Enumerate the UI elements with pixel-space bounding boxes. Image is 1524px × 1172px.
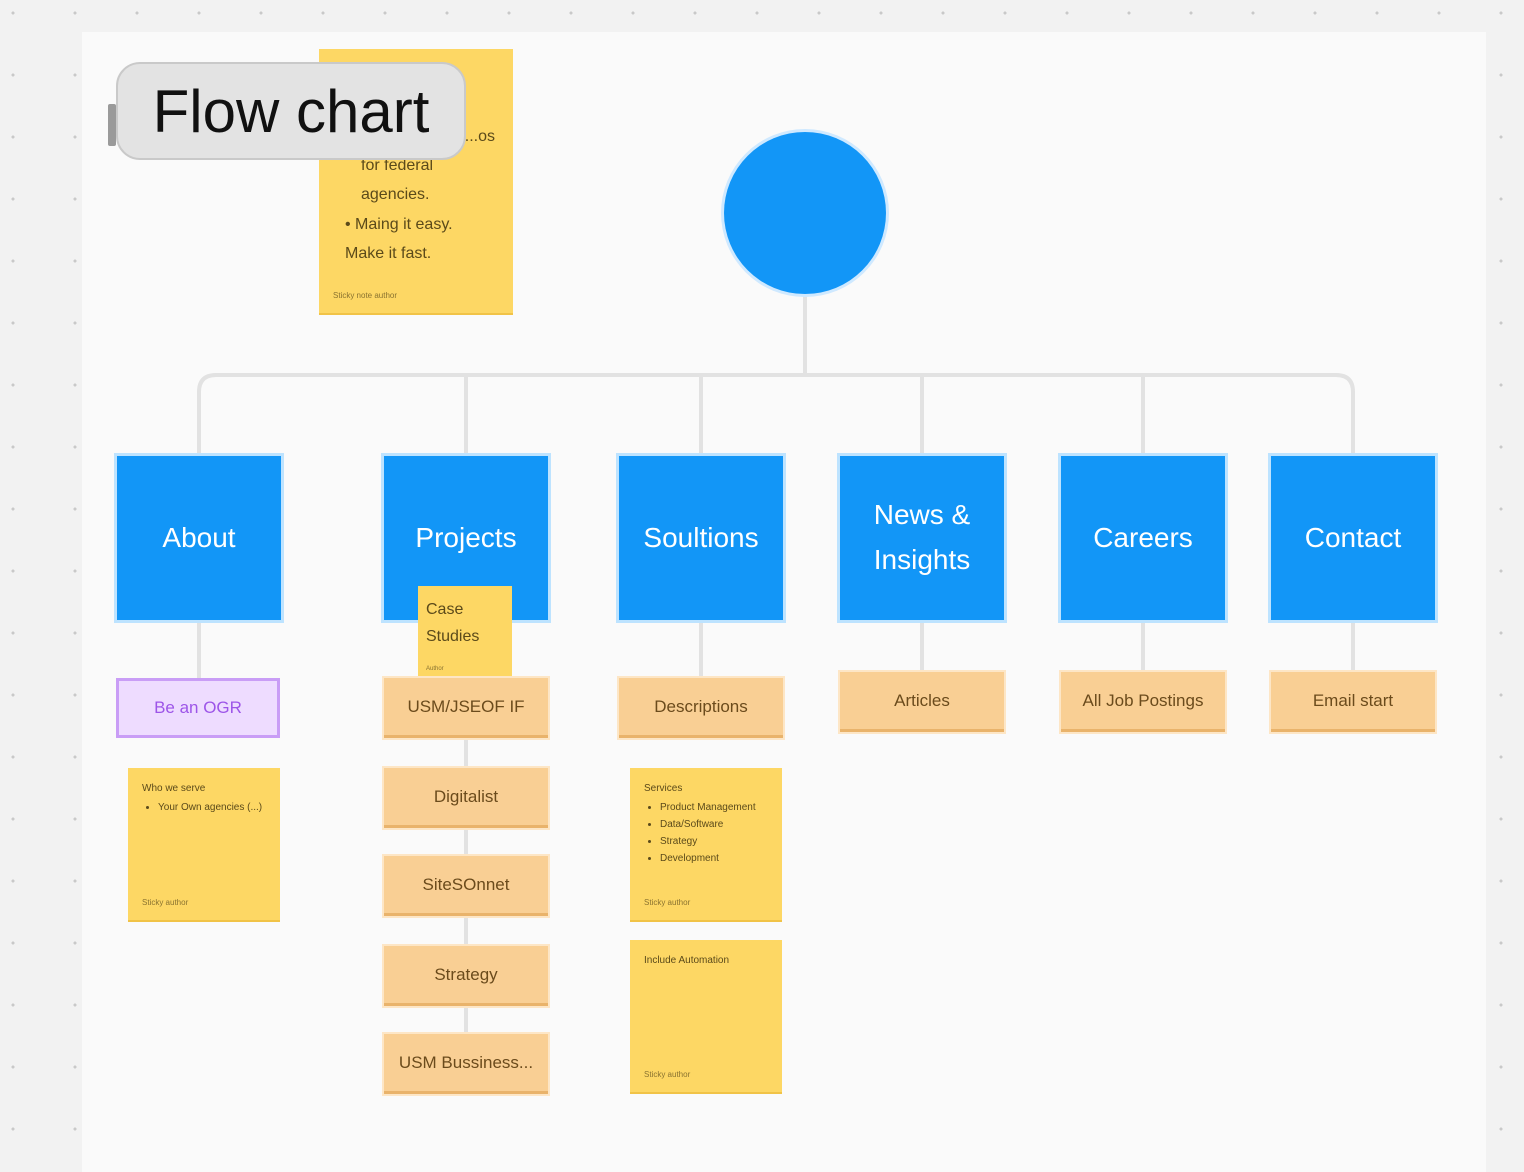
page-title[interactable]: Flow chart — [116, 62, 466, 160]
subpage-projects-5[interactable]: USM Bussiness... — [384, 1034, 548, 1094]
subpage-email-start[interactable]: Email start — [1271, 672, 1435, 732]
title-resize-handle[interactable] — [108, 104, 116, 146]
solutions-note-bullet-3: Strategy — [660, 833, 768, 850]
sticky-top-line-3: agencies. — [361, 185, 430, 203]
subpage-projects-1[interactable]: USM/JSEOF IF — [384, 678, 548, 738]
root-node[interactable] — [724, 132, 886, 294]
page-node-contact[interactable]: Contact — [1271, 456, 1435, 620]
sticky-note-case-studies[interactable]: Case Studies Author — [418, 586, 512, 680]
branch-connector — [197, 373, 1355, 458]
subpage-projects-3[interactable]: SiteSOnnet — [384, 856, 548, 916]
solutions-note-bullet-1: Product Management — [660, 799, 768, 816]
about-note-author: Sticky author — [142, 898, 189, 908]
sticky-top-bullet-text: Maing it easy. Make it fast. — [345, 216, 453, 263]
sticky-note-solutions-automation[interactable]: Include Automation Sticky author — [630, 940, 782, 1092]
case-studies-text: Case Studies — [426, 601, 480, 646]
about-note-heading: Who we serve — [142, 783, 206, 794]
subpage-be-an-ogr[interactable]: Be an OGR — [116, 678, 280, 738]
solutions-note-heading: Services — [644, 783, 683, 794]
page-node-solutions[interactable]: Soultions — [619, 456, 783, 620]
page-node-news-insights[interactable]: News & Insights — [840, 456, 1004, 620]
sticky-top-bullet: • Maing it easy. Make it fast. — [345, 216, 453, 263]
subpage-descriptions[interactable]: Descriptions — [619, 678, 783, 738]
page-node-projects[interactable]: Projects — [384, 456, 548, 620]
subpage-articles[interactable]: Articles — [840, 672, 1004, 732]
subpage-projects-2[interactable]: Digitalist — [384, 768, 548, 828]
sticky-top-author: Sticky note author — [333, 290, 398, 300]
page-node-careers[interactable]: Careers — [1061, 456, 1225, 620]
page-node-about[interactable]: About — [117, 456, 281, 620]
subpage-projects-4[interactable]: Strategy — [384, 946, 548, 1006]
solutions-note2-heading: Include Automation — [644, 955, 730, 966]
solutions-note-bullet-2: Data/Software — [660, 816, 768, 833]
sticky-note-about[interactable]: Who we serve Your Own agencies (...) Sti… — [128, 768, 280, 920]
subpage-all-job-postings[interactable]: All Job Postings — [1061, 672, 1225, 732]
solutions-note2-author: Sticky author — [644, 1070, 691, 1080]
solutions-note-bullet-4: Development — [660, 850, 768, 867]
case-studies-author: Author — [426, 665, 444, 672]
solutions-note-author: Sticky author — [644, 898, 691, 908]
sticky-top-line-2: for federal — [361, 156, 434, 174]
sticky-top-line-1: ...os — [464, 128, 495, 145]
sticky-note-solutions-services[interactable]: Services Product Management Data/Softwar… — [630, 768, 782, 920]
about-note-bullet: Your Own agencies (...) — [158, 799, 266, 816]
